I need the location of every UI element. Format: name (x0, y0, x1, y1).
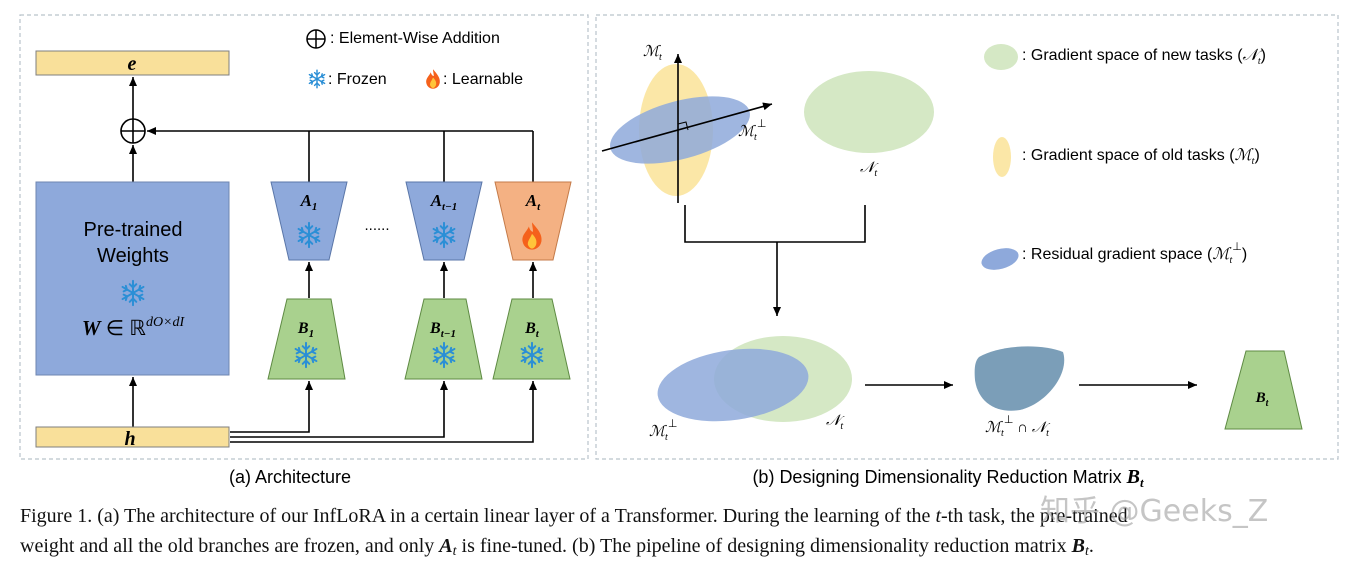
lora-b1-block: B1 (267, 298, 346, 380)
lora-bt-1-block: Bt−1 (404, 298, 483, 380)
figure-caption-line2: weight and all the old branches are froz… (20, 535, 1094, 559)
legend-old-label: : Gradient space of old tasks (ℳt) (1022, 147, 1260, 167)
watermark: 知乎 @Geeks_Z (1040, 494, 1269, 529)
legend-new-label: : Gradient space of new tasks (𝒩t) (1022, 47, 1266, 67)
legend-new-swatch (984, 44, 1018, 70)
legend-addition-label: : Element-Wise Addition (330, 30, 500, 47)
panel-a-caption: (a) Architecture (229, 467, 351, 487)
pretrained-weights-box (35, 181, 230, 376)
pretrained-line1: Pre-trained (84, 219, 183, 241)
m-perp-overlap-ellipse (657, 348, 809, 422)
n-label: 𝒩t (860, 160, 879, 179)
ellipsis: ...... (364, 217, 389, 234)
input-h-box (35, 426, 230, 448)
output-e-box (35, 50, 230, 76)
figure-caption-line1: Figure 1. (a) The architecture of our In… (20, 505, 1128, 527)
legend-frozen-label: : Frozen (328, 71, 387, 88)
m-perp-label-2: ℳt⊥ (649, 418, 677, 443)
legend-frozen: : Frozen (308, 69, 387, 89)
flame-icon (426, 69, 440, 89)
new-task-space-ellipse (804, 71, 934, 153)
weight-formula: W ∈ ℝdO×dI (82, 315, 186, 340)
legend-old-swatch (993, 137, 1011, 177)
pretrained-line2: Weights (97, 245, 169, 267)
intersection-shape (974, 346, 1065, 411)
legend-residual-label: : Residual gradient space (ℳt⊥) (1022, 241, 1247, 266)
panel-a-frame (19, 14, 589, 460)
final-bt-label: Bt (1255, 390, 1270, 409)
at-1-label: At−1 (430, 191, 458, 213)
b1-label: B1 (297, 320, 314, 340)
lora-at-block: At (494, 181, 572, 261)
bt-label: Bt (524, 320, 540, 340)
legend-learnable-label: : Learnable (443, 71, 523, 88)
final-bt-block: Bt (1224, 350, 1303, 430)
panel-b-caption: (b) Designing Dimensionality Reduction M… (752, 466, 1144, 490)
legend-addition: : Element-Wise Addition (306, 29, 500, 49)
intersection-label: ℳt⊥ ∩ 𝒩t (985, 414, 1051, 439)
at-label: At (525, 191, 541, 213)
lora-bt-block: Bt (492, 298, 571, 380)
lora-at-1-block: At−1 (405, 181, 483, 261)
panel-b-frame (595, 14, 1339, 460)
legend-learnable: : Learnable (426, 69, 523, 89)
bt-1-label: Bt−1 (429, 320, 456, 340)
legend-residual-swatch (981, 248, 1019, 270)
input-h-label: h (124, 428, 135, 450)
m-perp-label: ℳt⊥ (738, 118, 766, 143)
n-label-2: 𝒩t (826, 413, 845, 432)
lora-a1-block: A1 (270, 181, 348, 261)
a1-label: A1 (300, 191, 318, 213)
output-e-label: e (128, 53, 137, 75)
m-label: ℳt (643, 44, 662, 63)
snowflake-icon (308, 69, 326, 89)
